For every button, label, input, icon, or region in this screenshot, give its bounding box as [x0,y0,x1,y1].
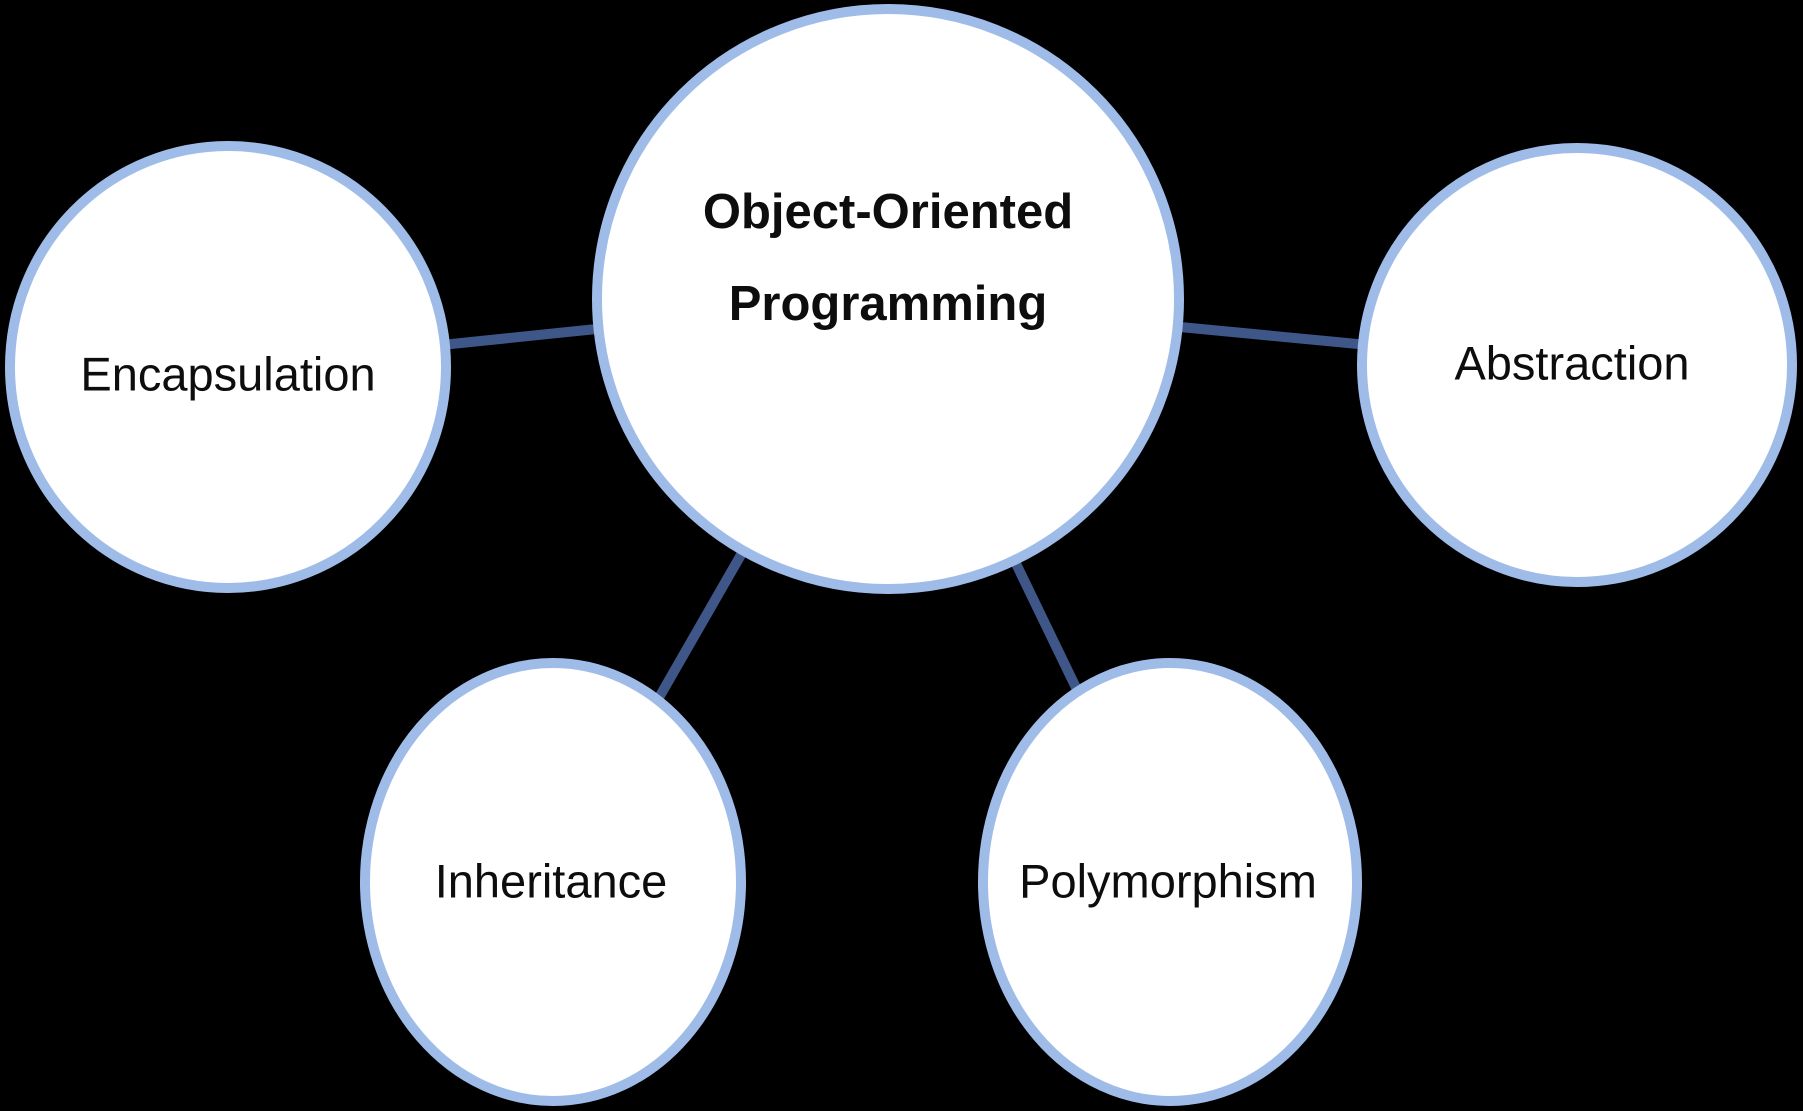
node-polymorphism-circle [978,658,1362,1106]
node-center-label-line1: Object-Oriented [703,185,1073,239]
node-encapsulation: Encapsulation [5,141,451,593]
node-polymorphism: Polymorphism [978,658,1362,1106]
node-inheritance: Inheritance [360,658,746,1106]
node-inheritance-circle [360,658,746,1106]
node-abstraction: Abstraction [1357,143,1797,587]
node-abstraction-label: Abstraction [1454,337,1689,390]
node-inheritance-label: Inheritance [435,855,668,908]
node-center-circle [592,4,1184,594]
node-encapsulation-label: Encapsulation [80,348,375,401]
node-center: Object-Oriented Programming [592,4,1184,594]
node-center-label-line2: Programming [729,277,1048,331]
node-polymorphism-label: Polymorphism [1019,855,1317,908]
node-encapsulation-circle [5,141,451,593]
node-abstraction-circle [1357,143,1797,587]
